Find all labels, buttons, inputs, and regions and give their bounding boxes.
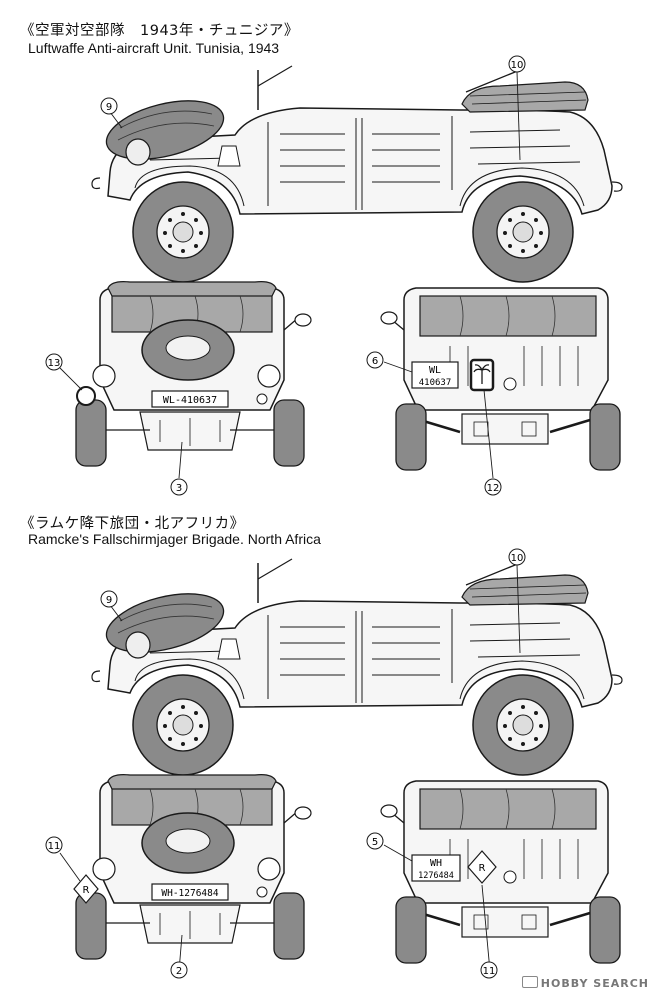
side-view-1 — [91, 65, 623, 283]
emblem-13 — [76, 386, 96, 406]
callout-3: 3 — [176, 483, 182, 494]
hobby-search-logo-icon — [521, 976, 538, 988]
callout-13: 13 — [48, 358, 61, 369]
callout-11-rear: 11 — [483, 966, 496, 977]
callout-2: 2 — [176, 966, 182, 977]
callout-9-b: 9 — [106, 595, 112, 606]
callouts-1: 9 10 13 3 6 12 — [45, 55, 526, 496]
front-plate-1: WL-410637 — [163, 395, 217, 406]
front-view-1 — [75, 280, 312, 467]
callout-10-b: 10 — [511, 553, 524, 564]
watermark: HOBBY SEARCH — [521, 976, 649, 990]
r-badge-front — [73, 874, 99, 904]
rear-plate-2-bottom: 1276484 — [418, 871, 454, 881]
callouts-2: 9 10 11 2 5 11 — [45, 548, 526, 979]
rear-plate-1-bottom: 410637 — [419, 378, 452, 388]
rear-plate-2-top: WH — [430, 858, 442, 869]
callout-10-a: 10 — [511, 60, 524, 71]
callout-6: 6 — [372, 356, 378, 367]
section2-title-jp: 《ラムケ降下旅団・北アフリカ》 — [20, 516, 245, 532]
svg-text:R: R — [479, 863, 486, 874]
side-view-2 — [91, 558, 623, 776]
r-badge-rear — [467, 850, 497, 884]
front-view-2 — [75, 773, 312, 960]
callout-9-a: 9 — [106, 102, 112, 113]
svg-text:R: R — [83, 885, 90, 896]
section1-title-jp: 《空軍対空部隊 1943年・チュニジア》 — [20, 23, 299, 39]
callout-12: 12 — [487, 483, 500, 494]
callout-5: 5 — [372, 837, 378, 848]
section2-title-en: Ramcke's Fallschirmjager Brigade. North … — [28, 531, 321, 547]
rear-plate-box-1 — [411, 361, 459, 389]
rear-plate-box-2 — [411, 854, 461, 882]
watermark-text: HOBBY SEARCH — [540, 977, 649, 990]
section1-title-en: Luftwaffe Anti-aircraft Unit. Tunisia, 1… — [28, 40, 280, 56]
rear-plate-1-top: WL — [429, 365, 441, 376]
front-plate-2: WH-1276484 — [161, 888, 218, 899]
callout-11-front: 11 — [48, 841, 61, 852]
